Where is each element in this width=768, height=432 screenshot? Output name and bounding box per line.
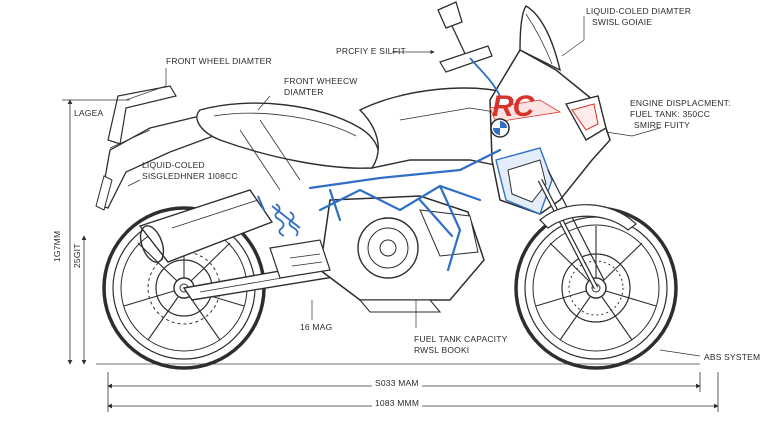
- leader-lines: [109, 16, 701, 357]
- rc-logo-stripe: [489, 99, 562, 123]
- rear-shock: [271, 203, 301, 237]
- label-front-wheel-diameter-2-line2: DIAMTER: [284, 87, 324, 97]
- label-dim-length: 1083 MMM: [372, 398, 423, 408]
- trellis-frame: [308, 148, 502, 272]
- handlebar: [439, 45, 493, 73]
- label-fuel-line2: RWSL BOOKI: [414, 345, 470, 355]
- label-fuel-line1: FUEL TANK CAPACITY: [414, 334, 508, 344]
- label-liquid-cooled-top-line2: SWISL GOIAIE: [592, 17, 653, 27]
- front-mudguard: [539, 204, 637, 231]
- label-profile-tag: PRCFIY E SILFIT: [336, 46, 406, 56]
- label-left-top-tag: LAGEA: [74, 108, 104, 118]
- label-front-wheel-diameter: FRONT WHEEL DIAMTER: [166, 56, 272, 66]
- mirror: [437, 1, 463, 29]
- seat: [196, 102, 380, 169]
- label-height-mm: 1G7MM: [52, 230, 62, 262]
- label-front-wheel-diameter-2-line1: FRONT WHEECW: [284, 76, 358, 86]
- label-engine-line2: FUEL TANK: 350cc: [630, 109, 711, 119]
- label-height-small: 25GIT: [72, 243, 82, 268]
- roundel-icon: [490, 118, 510, 138]
- label-liquid-cooled-left-line1: LIQUID-COLED: [142, 160, 205, 170]
- exhaust: [138, 189, 274, 263]
- label-liquid-cooled-top-line1: LIQUID-COLED DIAMTER: [586, 6, 692, 16]
- rc-logo: RC: [492, 90, 534, 123]
- label-abs-system: ABS SYSTEM: [704, 352, 761, 362]
- label-bottom-tag: 16 MAG: [300, 322, 333, 332]
- label-dim-wheelbase: S033 MAM: [372, 378, 422, 388]
- engine: [269, 195, 485, 313]
- label-liquid-cooled-left-line2: SISGLEDHNER 1I08cc: [142, 171, 238, 181]
- label-engine-line1: ENGINE DISPLACMENT:: [630, 98, 731, 108]
- label-engine-line3: SMIRE FUITY: [634, 120, 691, 130]
